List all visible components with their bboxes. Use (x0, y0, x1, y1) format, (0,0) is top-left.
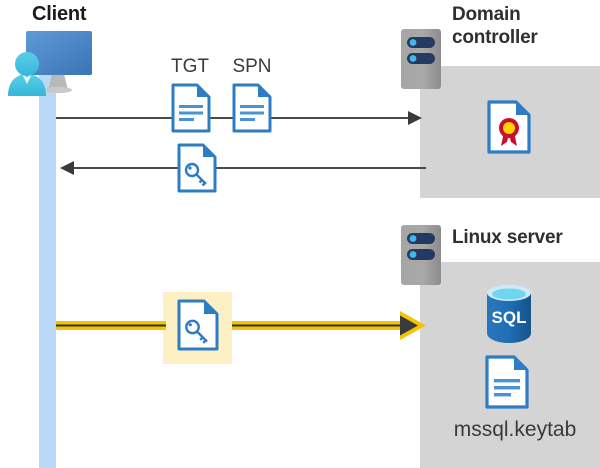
flow-present-keytab-line (56, 306, 426, 350)
spn-document-icon (232, 83, 272, 133)
keytab-credential-key-document-icon (177, 299, 219, 351)
domain-controller-title: Domain controller (452, 3, 600, 49)
service-ticket-key-document-icon (177, 143, 217, 193)
linux-server-title: Linux server (452, 227, 563, 248)
tgt-document-icon (171, 83, 211, 133)
client-workstation-icon (6, 26, 94, 96)
keytab-document-icon (485, 355, 529, 409)
domain-controller-server-rack-icon (400, 28, 442, 90)
flow-request-tgt-spn-line (56, 108, 426, 128)
linux-server-server-rack-icon (400, 224, 442, 286)
tgt-label: TGT (171, 56, 209, 77)
domain-controller-title-line2: controller (452, 27, 538, 48)
certificate-document-icon (487, 100, 531, 154)
client-lifeline (39, 72, 56, 468)
keytab-caption: mssql.keytab (453, 418, 577, 441)
sql-database-label: SQL (492, 308, 527, 327)
flow-return-service-ticket-line (56, 158, 426, 178)
spn-label: SPN (232, 56, 272, 77)
domain-controller-title-line1: Domain (452, 4, 521, 25)
sql-database-icon: SQL (483, 283, 535, 345)
client-title: Client (32, 3, 87, 25)
